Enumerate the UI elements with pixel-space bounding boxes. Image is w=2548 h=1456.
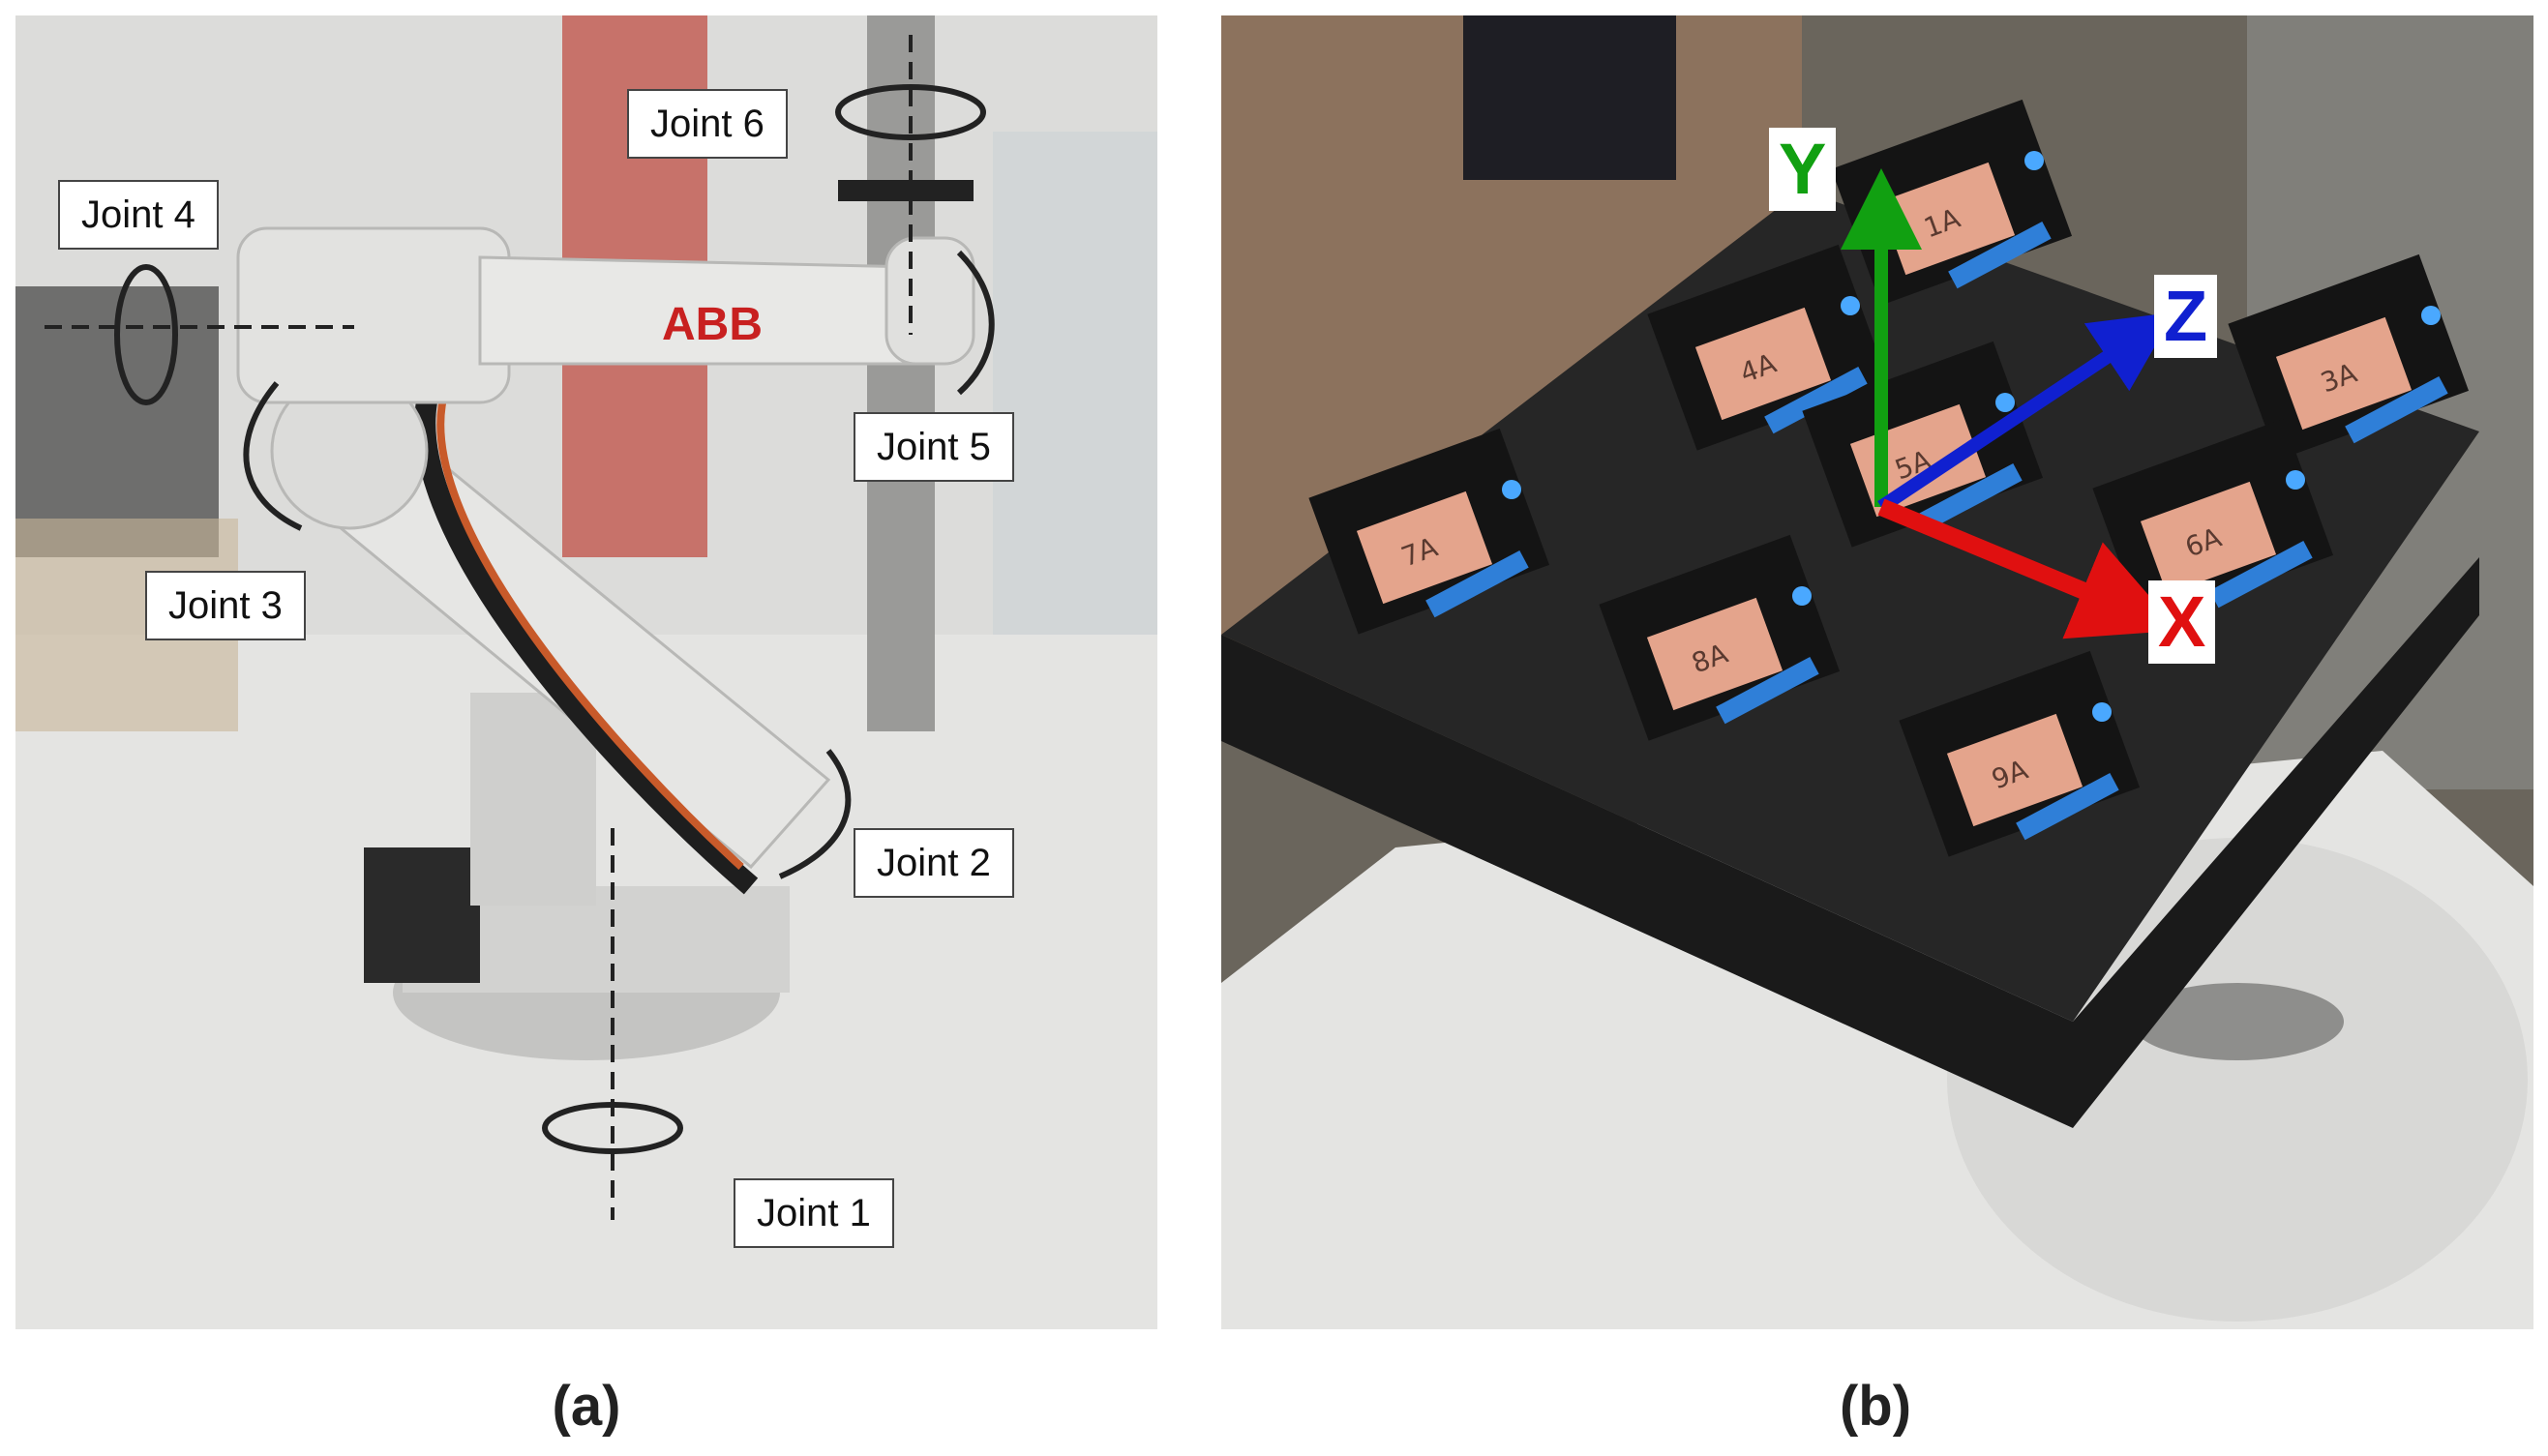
robot-arm-illustration: ABB: [15, 15, 1157, 1329]
sample-cell-4a: 4A: [1647, 244, 1889, 451]
coordinate-axes: [1841, 168, 2179, 639]
joint-3-label: Joint 3: [145, 571, 306, 640]
joint-5-label: Joint 5: [854, 412, 1014, 482]
caption-b: (b): [1839, 1375, 1912, 1438]
joint-6-label: Joint 6: [627, 89, 788, 159]
sample-cell-8a: 8A: [1599, 534, 1841, 741]
sample-cell-3a: 3A: [2228, 253, 2470, 461]
z-axis-label: Z: [2154, 275, 2218, 358]
sample-cell-7a: 7A: [1308, 428, 1550, 635]
robot-arm-photo: ABB Joint 6 Joint 4 Joint 5 Joint 3 Join…: [15, 15, 1157, 1329]
joint-1-label: Joint 1: [734, 1178, 894, 1248]
sensor-tray-illustration: [1221, 15, 2533, 1329]
y-axis-label: Y: [1769, 128, 1837, 211]
abb-logo: ABB: [662, 299, 763, 350]
x-axis-arrow: [1877, 498, 2179, 639]
caption-a: (a): [552, 1375, 621, 1438]
sample-cell-9a: 9A: [1899, 650, 2141, 857]
joint-2-label: Joint 2: [854, 828, 1014, 898]
x-axis-label: X: [2148, 580, 2216, 664]
joint-4-label: Joint 4: [58, 180, 219, 250]
z-axis-arrow: [1877, 312, 2174, 513]
